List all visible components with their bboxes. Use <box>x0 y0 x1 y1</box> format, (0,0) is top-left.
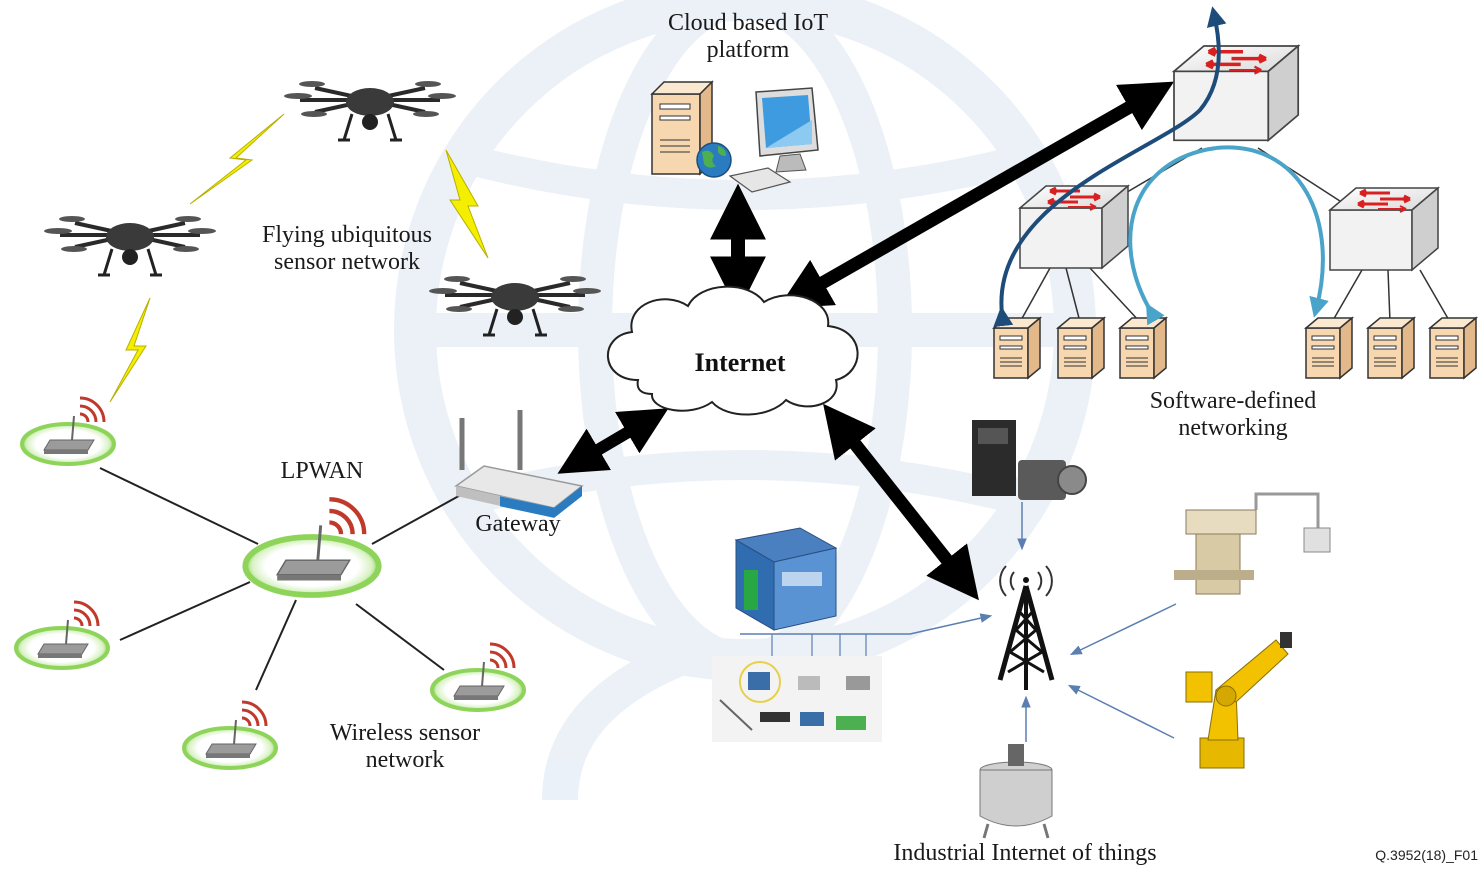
fusn-label-line1: Flying ubiquitous <box>262 222 432 248</box>
sdn-flow-light-left <box>1128 146 1217 326</box>
server-icon <box>1057 317 1105 379</box>
internet-cloud-icon: Internet <box>606 285 859 416</box>
wsn-label-line2: network <box>366 747 445 773</box>
lightning-icon <box>109 297 151 403</box>
sdn-label-line2: networking <box>1178 415 1287 441</box>
figure-id-label: Q.3952(18)_F01 <box>1375 847 1478 863</box>
drone-icon <box>42 214 218 277</box>
sdn-network: Software-defined networking <box>993 6 1477 441</box>
robot-arm-icon <box>1185 632 1292 769</box>
globe-icon <box>696 142 732 178</box>
wsn-label-line1: Wireless sensor <box>330 720 480 746</box>
gateway: Gateway <box>454 410 584 537</box>
mixing-tank-icon <box>979 744 1053 839</box>
lightning-icon <box>189 113 285 205</box>
gateway-label: Gateway <box>475 511 560 537</box>
server-icon <box>1367 317 1415 379</box>
gateway-internet-arrow <box>557 408 669 474</box>
iiot-internet-arrow <box>823 403 979 601</box>
wireless-sensor-icon <box>14 600 110 670</box>
server-icon <box>1119 317 1167 379</box>
sdn-label-line1: Software-defined <box>1150 388 1317 414</box>
network-switch-icon <box>1018 184 1130 270</box>
cloud-label-line2: platform <box>707 37 790 63</box>
fusn-label-line2: sensor network <box>274 249 420 275</box>
lightning-icon <box>445 149 489 259</box>
server-icon <box>993 317 1041 379</box>
network-switch-icon <box>1328 186 1440 272</box>
wireless-sensor-network: LPWAN Wireless sensor network <box>14 396 526 773</box>
wireless-sensor-icon <box>430 642 526 712</box>
cloud-label-line1: Cloud based IoT <box>668 10 828 36</box>
servo-motor-icon <box>972 420 1087 500</box>
field-devices-icon <box>712 656 882 742</box>
monitor-icon <box>755 87 819 173</box>
iiot-network: Industrial Internet of things <box>712 420 1331 866</box>
sdn-flow-light-right <box>1215 145 1329 318</box>
wireless-sensor-icon <box>182 700 278 770</box>
drone-icon <box>282 79 458 142</box>
server-icon <box>1429 317 1477 379</box>
flying-sensor-network: Flying ubiquitous sensor network <box>42 79 603 403</box>
sdn-flow-dark <box>993 6 1227 327</box>
router-icon <box>454 410 584 518</box>
core-switch-icon <box>1172 44 1300 143</box>
plc-device-icon <box>734 527 838 631</box>
iiot-label: Industrial Internet of things <box>893 840 1156 866</box>
lpwan-label: LPWAN <box>281 458 364 484</box>
lpwan-hub-sensor-icon <box>245 499 378 595</box>
milling-machine-icon <box>1174 492 1331 595</box>
internet-label: Internet <box>695 348 786 377</box>
wireless-sensor-icon <box>20 396 116 466</box>
cell-tower-icon <box>997 565 1055 690</box>
server-icon <box>1305 317 1353 379</box>
